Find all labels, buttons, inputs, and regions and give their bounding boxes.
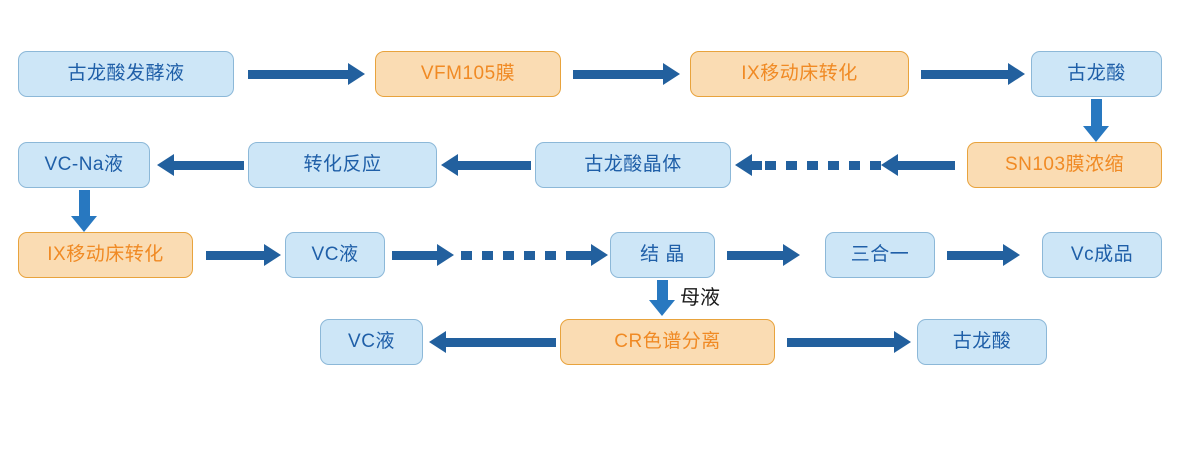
node-gulonic-acid-row4[interactable]: 古龙酸: [917, 319, 1047, 365]
node-crystallization[interactable]: 结 晶: [610, 232, 715, 278]
node-ix-moving-bed-conversion-top[interactable]: IX移动床转化: [690, 51, 909, 97]
arrow-head-right-icon: [348, 63, 365, 85]
arrow-head-right-icon: [783, 244, 800, 266]
arrow-head-right-icon: [591, 244, 608, 266]
edge-dashes: [765, 161, 881, 170]
edge-line: [947, 251, 1003, 260]
arrow-head-left-icon-mid: [881, 154, 898, 176]
node-gulonic-acid-row1[interactable]: 古龙酸: [1031, 51, 1162, 97]
arrow-head-right-icon: [894, 331, 911, 353]
arrow-head-right-icon: [264, 244, 281, 266]
edge-line: [727, 251, 783, 260]
node-gulonic-acid-ferment-liquid[interactable]: 古龙酸发酵液: [18, 51, 234, 97]
edge-line-left-part: [392, 251, 437, 260]
arrow-head-left-icon: [735, 154, 752, 176]
node-ix-moving-bed-conversion-bottom[interactable]: IX移动床转化: [18, 232, 193, 278]
node-vfm105-membrane[interactable]: VFM105膜: [375, 51, 561, 97]
edge-line: [206, 251, 264, 260]
node-conversion-reaction[interactable]: 转化反应: [248, 142, 437, 188]
edge-line: [248, 70, 348, 79]
arrow-head-down-icon: [71, 216, 97, 232]
arrow-head-left-icon: [441, 154, 458, 176]
arrow-head-down-icon: [1083, 126, 1109, 142]
edge-line: [446, 338, 556, 347]
node-gulonic-acid-crystal[interactable]: 古龙酸晶体: [535, 142, 731, 188]
arrow-head-right-icon: [1003, 244, 1020, 266]
node-three-in-one[interactable]: 三合一: [825, 232, 935, 278]
edge-label-mother-liquor: 母液: [680, 287, 720, 309]
node-vc-product[interactable]: Vc成品: [1042, 232, 1162, 278]
edge-line-right-part: [577, 251, 591, 260]
edge-dashes: [461, 251, 577, 260]
edge-line: [787, 338, 894, 347]
arrow-head-down-icon: [649, 300, 675, 316]
arrow-head-left-icon: [429, 331, 446, 353]
node-vc-liquid-row4[interactable]: VC液: [320, 319, 423, 365]
edge-line: [573, 70, 663, 79]
edge-line: [79, 190, 90, 216]
node-vc-na-liquid[interactable]: VC-Na液: [18, 142, 150, 188]
edge-line: [1091, 99, 1102, 126]
arrow-head-right-icon: [1008, 63, 1025, 85]
edge-line: [174, 161, 244, 170]
arrow-head-right-icon-mid: [437, 244, 454, 266]
edge-line-right-part: [898, 161, 955, 170]
arrow-head-right-icon: [663, 63, 680, 85]
edge-line-left-part: [752, 161, 762, 170]
edge-line: [921, 70, 1008, 79]
node-vc-liquid-row3[interactable]: VC液: [285, 232, 385, 278]
edge-line: [458, 161, 531, 170]
arrow-head-left-icon: [157, 154, 174, 176]
node-sn103-membrane-concentration[interactable]: SN103膜浓缩: [967, 142, 1162, 188]
edge-line: [657, 280, 668, 307]
node-cr-chromatographic-separation[interactable]: CR色谱分离: [560, 319, 775, 365]
